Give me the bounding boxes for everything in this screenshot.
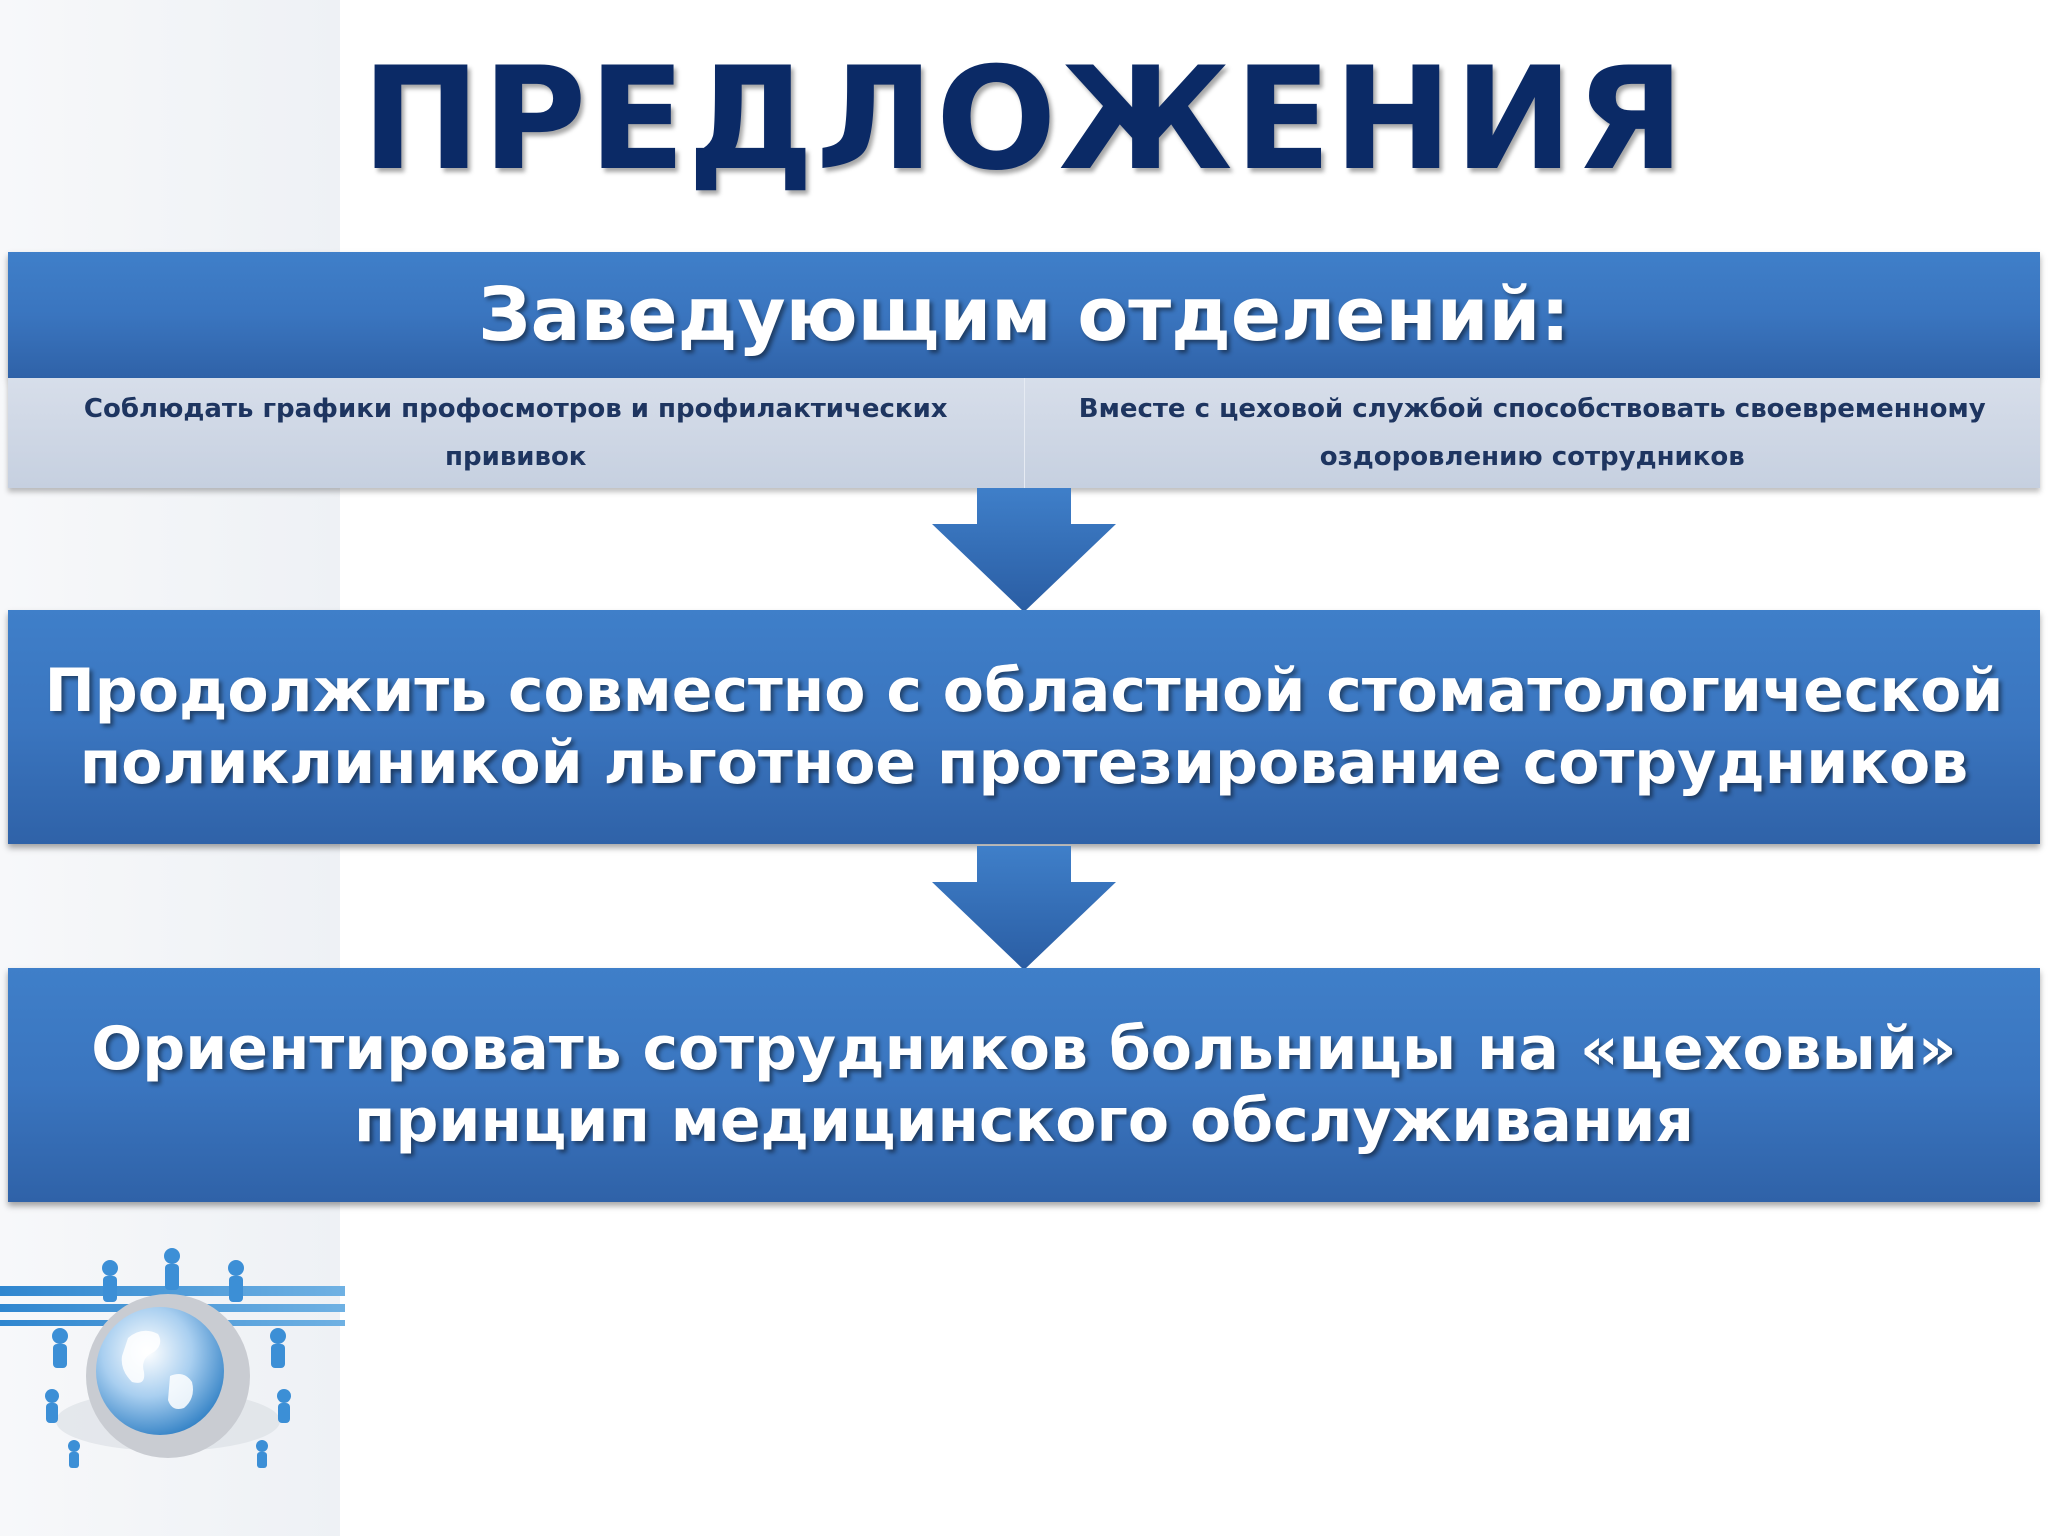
step-2-line-2: принцип медицинского обслуживания <box>354 1086 1694 1156</box>
step-1-line-1: Продолжить совместно с областной стомато… <box>44 656 2004 726</box>
header-box: Заведующим отделений: <box>8 252 2040 378</box>
step-box-service-principle: Ориентировать сотрудников больницы на «ц… <box>8 968 2040 1202</box>
subitem-wellness: Вместе с цеховой службой способствовать … <box>1023 378 2041 488</box>
step-1-line-2: поликлиникой льготное протезирование сот… <box>79 728 1969 798</box>
header-label: Заведующим отделений: <box>478 272 1570 358</box>
step-box-prosthetics: Продолжить совместно с областной стомато… <box>8 610 2040 844</box>
down-arrow-icon <box>932 488 1116 612</box>
subitem-schedules: Соблюдать графики профосмотров и профила… <box>83 394 948 472</box>
globe-people-icon <box>0 1248 345 1468</box>
page-title: ПРЕДЛОЖЕНИЯ <box>361 37 1687 202</box>
down-arrow-icon <box>932 846 1116 970</box>
header-subitems: Соблюдать графики профосмотров и профила… <box>8 378 2040 488</box>
step-2-line-1: Ориентировать сотрудников больницы на «ц… <box>91 1014 1957 1084</box>
